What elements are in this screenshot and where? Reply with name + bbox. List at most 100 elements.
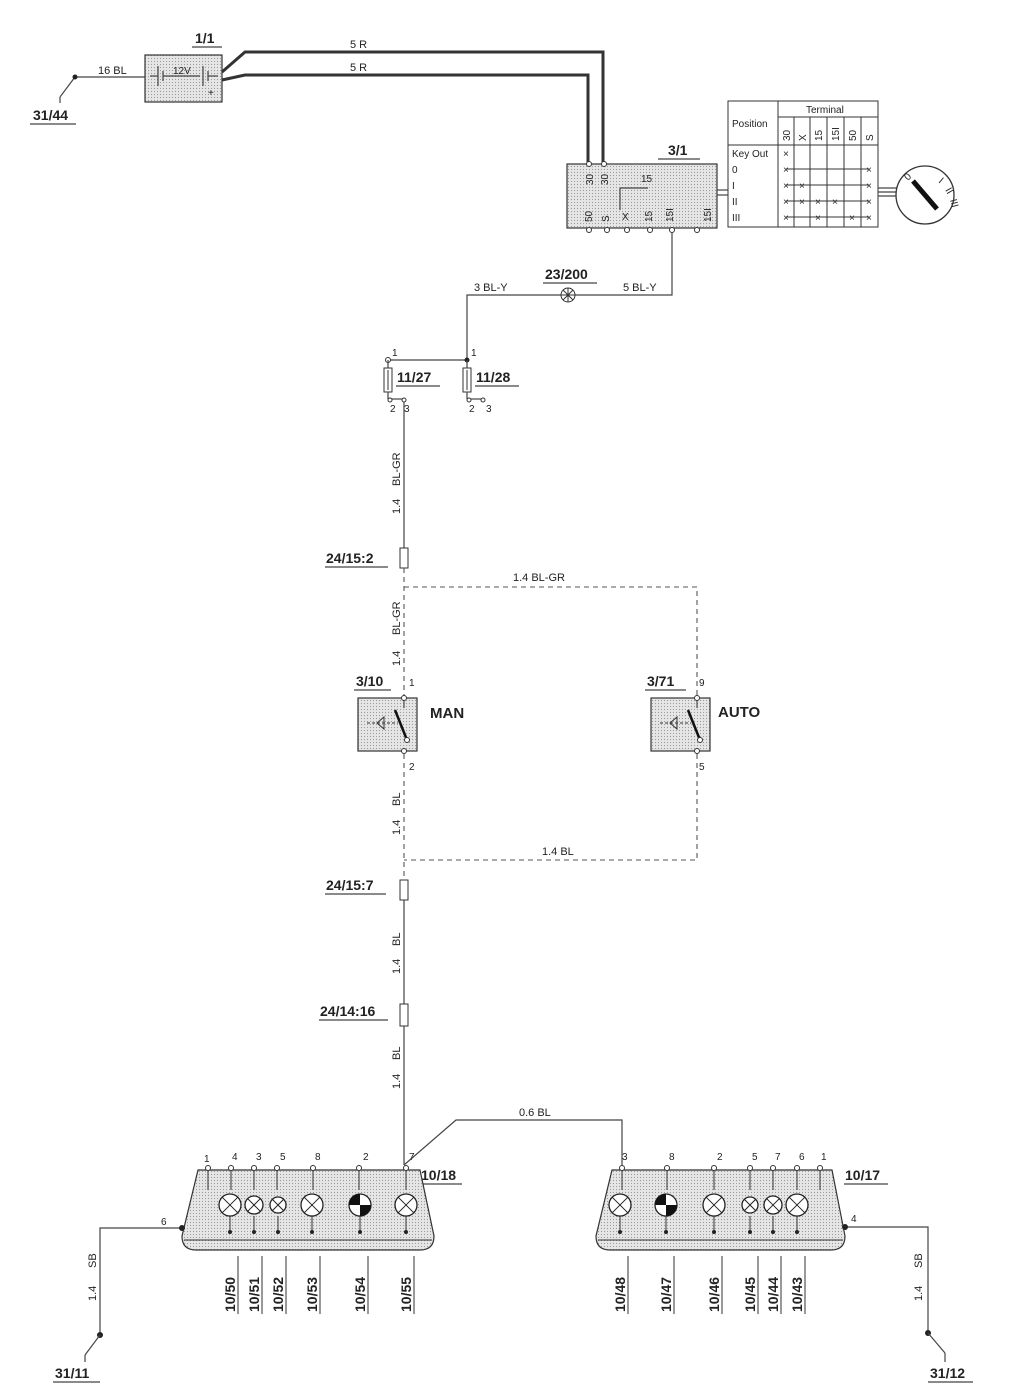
svg-text:1: 1 xyxy=(409,678,415,689)
pin-label: 3 xyxy=(622,1152,628,1163)
wire-c7-down-color: BL xyxy=(391,933,403,946)
connector-c-ref: 24/14:16 xyxy=(320,1003,375,1019)
connector-b-icon xyxy=(399,879,409,901)
battery: 12V + xyxy=(144,54,223,103)
table-mark: × xyxy=(815,197,821,208)
pin-label: 6 xyxy=(161,1217,167,1228)
pin-label: 2 xyxy=(363,1152,369,1163)
lamp-ref: 10/44 xyxy=(765,1277,781,1312)
svg-text:III: III xyxy=(947,198,960,209)
pin-label: 4 xyxy=(851,1214,857,1225)
pin-terminal xyxy=(747,1165,753,1171)
wire-man-down-color: BL xyxy=(391,793,403,806)
wire-panel-link: 0.6 BL xyxy=(519,1107,551,1119)
pin-terminal xyxy=(711,1165,717,1171)
lamp-ref: 10/54 xyxy=(352,1277,368,1312)
lamp-ref: 10/51 xyxy=(246,1277,262,1312)
table-terminal: S xyxy=(865,134,876,141)
switch-man xyxy=(357,695,418,754)
wire-c14-down-color: BL xyxy=(391,1047,403,1060)
table-mark: × xyxy=(866,181,872,192)
battery-voltage: 12V xyxy=(173,66,191,77)
pin-terminal xyxy=(228,1165,234,1171)
lamp-cross-icon xyxy=(244,1195,264,1234)
wire-splice-to-fuse: 3 BL-Y xyxy=(474,282,508,294)
wire-ground-left-size: 1.4 xyxy=(87,1286,99,1301)
lamp-ref: 10/45 xyxy=(742,1277,758,1312)
switch-man-ref: 3/10 xyxy=(356,673,383,689)
lamp-cross-icon xyxy=(785,1193,809,1234)
svg-text:3: 3 xyxy=(486,404,492,415)
svg-text:2: 2 xyxy=(469,404,475,415)
svg-text:30: 30 xyxy=(600,173,611,185)
svg-text:1: 1 xyxy=(392,348,398,359)
table-position-header: Position xyxy=(732,119,768,130)
pin-label: 1 xyxy=(204,1154,210,1165)
lamp-cross-icon xyxy=(763,1195,783,1234)
wire-man-down-size: 1.4 xyxy=(391,820,403,835)
pin-label: 6 xyxy=(799,1152,805,1163)
pin-terminal xyxy=(619,1165,625,1171)
pin-label: 1 xyxy=(821,1152,827,1163)
table-row-label: I xyxy=(732,181,735,192)
table-row-label: 0 xyxy=(732,165,738,176)
table-mark: × xyxy=(783,213,789,224)
svg-text:15: 15 xyxy=(641,174,653,185)
table-terminal: 30 xyxy=(782,129,793,141)
table-terminal: X xyxy=(798,134,809,141)
table-mark: × xyxy=(783,181,789,192)
pin-terminal xyxy=(310,1165,316,1171)
wire-fuse-down-color: BL-GR xyxy=(391,452,403,486)
table-terminal: 15I xyxy=(831,127,842,141)
pin-terminal xyxy=(794,1165,800,1171)
svg-text:1: 1 xyxy=(471,348,477,359)
pin-label: 2 xyxy=(717,1152,723,1163)
svg-text:15I: 15I xyxy=(703,208,714,222)
svg-text:9: 9 xyxy=(699,678,705,689)
wire-ground-right-size: 1.4 xyxy=(913,1286,925,1301)
pin-label: 4 xyxy=(232,1152,238,1163)
battery-ref: 1/1 xyxy=(195,30,215,46)
table-mark: × xyxy=(815,213,821,224)
table-row-label: II xyxy=(732,197,738,208)
pin-label: 8 xyxy=(315,1152,321,1163)
table-terminal: 50 xyxy=(848,129,859,141)
lamp-cross-icon xyxy=(218,1193,242,1234)
wire-c7-down-size: 1.4 xyxy=(391,959,403,974)
pin-terminal xyxy=(356,1165,362,1171)
pin-terminal xyxy=(205,1165,211,1171)
lamp-ref: 10/50 xyxy=(222,1277,238,1312)
table-row-label: III xyxy=(732,213,740,224)
table-mark: × xyxy=(799,197,805,208)
panel-right-ref: 10/17 xyxy=(845,1167,880,1183)
wire-auto-return: 1.4 BL xyxy=(542,846,574,858)
ignition-dial-icon: 0 I II III xyxy=(895,165,960,225)
pin-label: 3 xyxy=(256,1152,262,1163)
pin-label: 7 xyxy=(775,1152,781,1163)
table-mark: × xyxy=(866,165,872,176)
panel-left-ref: 10/18 xyxy=(421,1167,456,1183)
wire-battery-out-1: 5 R xyxy=(350,39,367,51)
ignition-switch: 30 30 15 50 S X 15 15I 15I xyxy=(566,161,718,233)
pin-label: 5 xyxy=(280,1152,286,1163)
table-mark: × xyxy=(783,197,789,208)
switch-auto-ref: 3/71 xyxy=(647,673,674,689)
wire-ground-right-color: SB xyxy=(913,1253,925,1268)
svg-text:5: 5 xyxy=(699,762,705,773)
wire-ground-left-color: SB xyxy=(87,1253,99,1268)
connector-c-icon xyxy=(399,1003,409,1027)
lamp-ref: 10/48 xyxy=(612,1277,628,1312)
table-mark: × xyxy=(832,197,838,208)
svg-text:S: S xyxy=(601,215,612,222)
table-mark: × xyxy=(783,149,789,160)
wire-to-auto: 1.4 BL-GR xyxy=(513,572,565,584)
table-mark: × xyxy=(849,213,855,224)
lamp-cross-icon xyxy=(300,1193,324,1234)
svg-text:50: 50 xyxy=(584,210,595,222)
lamp-ref: 10/55 xyxy=(398,1277,414,1312)
svg-text:3: 3 xyxy=(404,404,410,415)
splice-icon xyxy=(560,287,576,303)
